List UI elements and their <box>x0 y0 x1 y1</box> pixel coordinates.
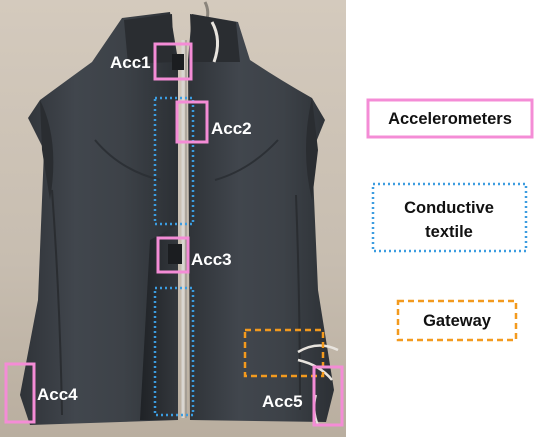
acc2-label: Acc2 <box>211 119 252 138</box>
right-seam <box>295 194 301 411</box>
acc4-box <box>4 362 36 424</box>
right-armhole <box>306 98 318 200</box>
collar-trim <box>210 21 219 63</box>
legend: Accelerometers Conductive textile Gatewa… <box>366 98 534 342</box>
acc3-box <box>156 236 190 274</box>
acc1-label: Acc1 <box>110 53 151 72</box>
acc2-box <box>175 100 209 144</box>
acc1-box <box>153 42 193 81</box>
acc5-box <box>312 365 344 427</box>
vest-inner-lining <box>140 225 178 420</box>
acc5-label: Acc5 <box>262 392 303 411</box>
left-seam <box>51 189 63 416</box>
legend-conductive-label-line1: Conductive <box>404 199 494 217</box>
drawstring-cord <box>297 344 339 354</box>
conductive-textile-lower <box>153 286 195 417</box>
chest-seam-right <box>214 139 279 181</box>
vest-collar <box>124 14 174 64</box>
legend-conductive-label-line2: textile <box>425 223 473 241</box>
conductive-textile-upper <box>153 96 195 226</box>
legend-gateway-box <box>396 299 518 342</box>
left-armhole <box>40 100 54 200</box>
vest-right-half <box>188 14 334 422</box>
acc4-label: Acc4 <box>37 385 78 404</box>
legend-accelerometers-label: Accelerometers <box>388 110 512 128</box>
chest-seam <box>94 139 161 181</box>
acc3-label: Acc3 <box>191 250 232 269</box>
acc3-module <box>168 244 182 264</box>
legend-conductive-box <box>371 182 528 253</box>
legend-accelerometers-box <box>366 98 534 139</box>
vest-photo: Acc1 Acc2 Acc3 Acc4 Acc5 <box>0 0 346 437</box>
acc1-module <box>172 54 184 70</box>
gateway-box <box>243 328 325 378</box>
legend-gateway-label: Gateway <box>423 312 492 330</box>
vest-collar-right <box>190 14 240 62</box>
